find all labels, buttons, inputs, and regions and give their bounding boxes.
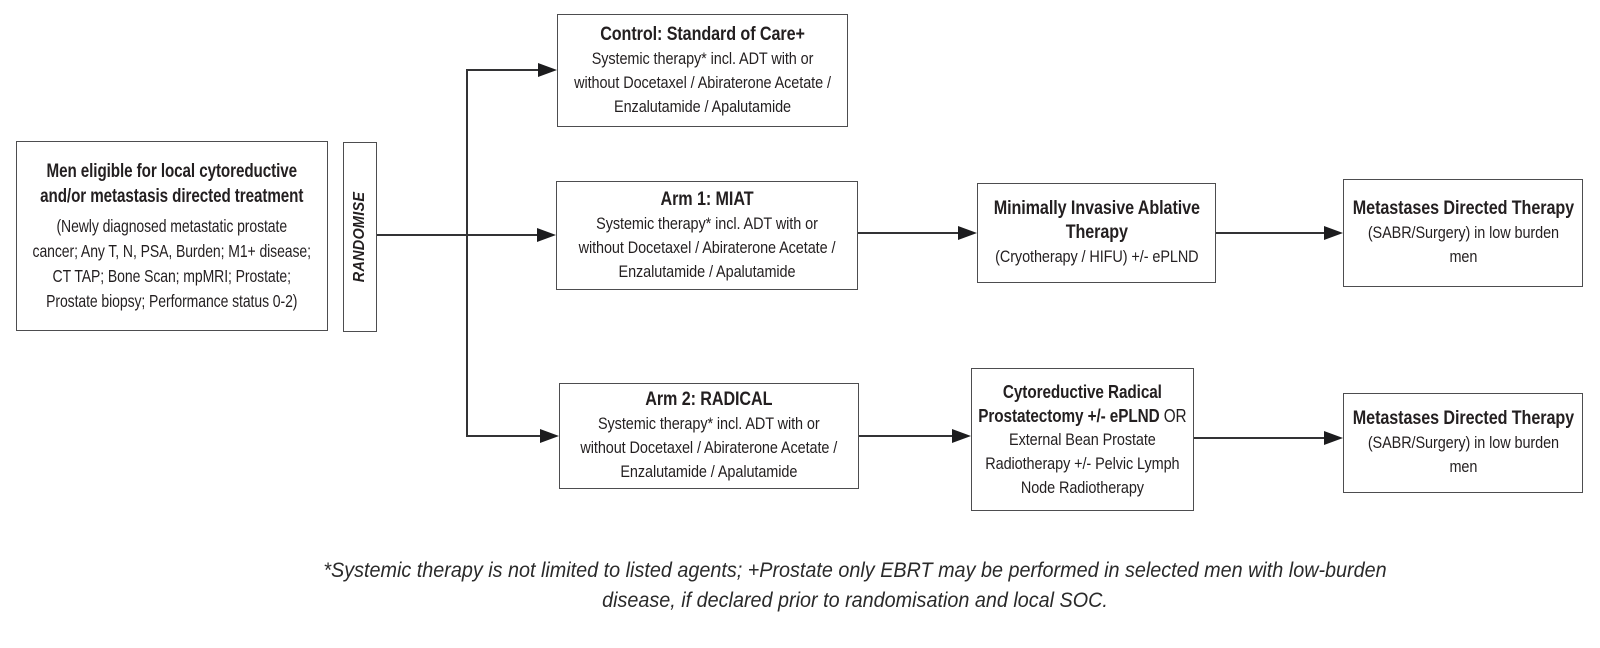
arrowhead-cyto bbox=[952, 428, 971, 443]
cyto-text: Cytoreductive Radical Prostatectomy +/- … bbox=[972, 380, 1194, 500]
control-title: Control: Standard of Care+ bbox=[600, 23, 805, 45]
mdt-box-arm2: Metastases Directed Therapy (SABR/Surger… bbox=[1343, 393, 1583, 493]
line-miat-to-mdt1 bbox=[1216, 232, 1326, 234]
mdt-box-arm1: Metastases Directed Therapy (SABR/Surger… bbox=[1343, 179, 1583, 287]
miat-body: (Cryotherapy / HIFU) +/- ePLND bbox=[994, 247, 1199, 266]
arm1-text: Arm 1: MIAT Systemic therapy* incl. ADT … bbox=[557, 188, 858, 284]
cyto-title: Cytoreductive Radical Prostatectomy +/- … bbox=[972, 380, 1194, 428]
arrowhead-arm2 bbox=[540, 428, 559, 443]
arrowhead-miat bbox=[958, 225, 977, 240]
line-randomise-to-arm1 bbox=[377, 234, 538, 236]
arm2-title: Arm 2: RADICAL bbox=[645, 389, 773, 410]
arrowhead-arm1 bbox=[537, 227, 556, 242]
cytoreductive-prostatectomy-box: Cytoreductive Radical Prostatectomy +/- … bbox=[971, 368, 1194, 511]
cyto-title-line1: Cytoreductive Radical bbox=[1003, 381, 1162, 402]
mdt2-text: Metastases Directed Therapy (SABR/Surger… bbox=[1344, 407, 1583, 479]
arm1-title: Arm 1: MIAT bbox=[660, 188, 754, 210]
control-arm-box: Control: Standard of Care+ Systemic ther… bbox=[557, 14, 848, 127]
line-arm1-to-miat bbox=[858, 232, 959, 234]
arrowhead-control bbox=[538, 62, 557, 77]
line-branch-to-control bbox=[466, 69, 540, 71]
arm1-miat-box: Arm 1: MIAT Systemic therapy* incl. ADT … bbox=[556, 181, 858, 290]
mdt1-title: Metastases Directed Therapy bbox=[1352, 198, 1574, 219]
randomise-box: RANDOMISE bbox=[343, 142, 377, 332]
arm2-text: Arm 2: RADICAL Systemic therapy* incl. A… bbox=[560, 388, 859, 484]
arrowhead-mdt1 bbox=[1324, 225, 1343, 240]
line-branch-to-arm2 bbox=[466, 435, 542, 437]
footnote: *Systemic therapy is not limited to list… bbox=[323, 558, 1387, 612]
cyto-title-line2: Prostatectomy +/- ePLND OR bbox=[978, 405, 1187, 426]
line-arm2-to-cyto bbox=[859, 435, 954, 437]
arrowhead-mdt2 bbox=[1324, 430, 1343, 445]
mdt2-title: Metastases Directed Therapy bbox=[1352, 408, 1574, 429]
arm2-radical-box: Arm 2: RADICAL Systemic therapy* incl. A… bbox=[559, 383, 859, 489]
line-cyto-to-mdt2 bbox=[1194, 437, 1326, 439]
mdt1-text: Metastases Directed Therapy (SABR/Surger… bbox=[1344, 197, 1583, 269]
randomise-label: RANDOMISE bbox=[351, 191, 369, 283]
branch-line-vertical bbox=[466, 69, 468, 437]
control-text: Control: Standard of Care+ Systemic ther… bbox=[558, 23, 848, 119]
